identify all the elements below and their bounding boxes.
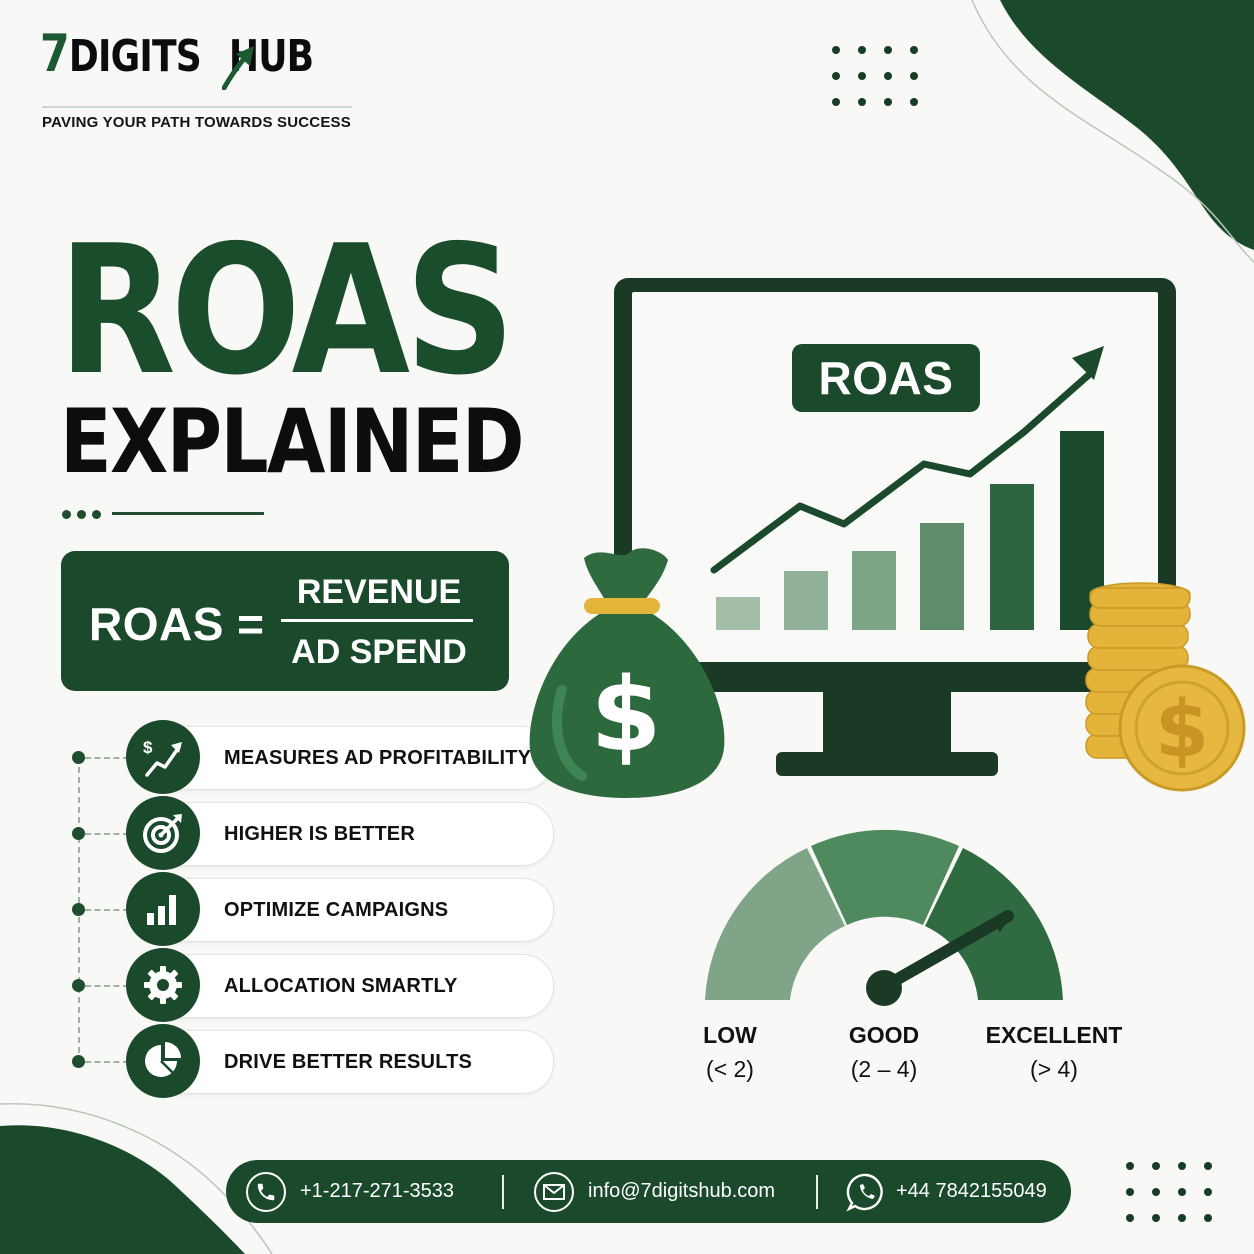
- title-accent-dot: [77, 510, 86, 519]
- roas-gauge: [705, 829, 1063, 1006]
- title-accent-dot: [62, 510, 71, 519]
- gauge-range-good: (2 – 4): [850, 1056, 918, 1082]
- screen-roas-badge: ROAS: [792, 344, 980, 412]
- contact-separator: [816, 1175, 818, 1209]
- phone-icon: [246, 1172, 286, 1212]
- contact-whatsapp-text[interactable]: +44 7842155049: [896, 1180, 1047, 1202]
- chart-bar: [990, 484, 1034, 630]
- monitor-screen: ROAS: [632, 292, 1158, 662]
- contact-phone-text[interactable]: +1-217-271-3533: [300, 1180, 455, 1202]
- gauge-needle: [876, 910, 1014, 994]
- feature-connector: [85, 833, 129, 835]
- whatsapp-icon: [846, 1172, 886, 1212]
- feature-connector: [85, 909, 129, 911]
- feature-label: DRIVE BETTER RESULTS: [224, 1051, 473, 1073]
- gauge-range-low: (< 2): [706, 1056, 754, 1082]
- gauge-label-low: LOW: [703, 1022, 757, 1048]
- formula-denominator: AD SPEND: [291, 633, 467, 671]
- formula-lhs: ROAS =: [89, 598, 265, 650]
- monitor: ROAS: [614, 278, 1176, 692]
- feature-connector: [85, 1061, 129, 1063]
- gear-icon: [126, 948, 200, 1022]
- contact-separator: [502, 1175, 504, 1209]
- feature-bullet: [72, 827, 85, 840]
- chart-bar: [716, 597, 760, 630]
- brand-digits: DIGITS: [68, 31, 202, 82]
- brand-divider: [42, 106, 352, 108]
- feature-bullet: [72, 1055, 85, 1068]
- feature-bullet: [72, 751, 85, 764]
- bar-chart-icon: [126, 872, 200, 946]
- brand-seven: 7: [40, 24, 70, 84]
- pie-chart-icon: [126, 1024, 200, 1098]
- feature-pill: [150, 878, 554, 942]
- gauge-segment-good: [811, 829, 959, 925]
- feature-connector: [85, 985, 129, 987]
- brand-growth-arrow-icon: [222, 46, 254, 90]
- mail-icon: [534, 1172, 574, 1212]
- chart-bar: [852, 551, 896, 630]
- feature-bullet: [72, 903, 85, 916]
- chart-bar: [920, 523, 964, 630]
- feature-label: MEASURES AD PROFITABILITY: [224, 747, 532, 769]
- chart-trend-arrowhead: [1072, 346, 1104, 380]
- monitor-neck: [823, 692, 951, 756]
- feature-label: OPTIMIZE CAMPAIGNS: [224, 899, 449, 921]
- brand-tagline: PAVING YOUR PATH TOWARDS SUCCESS: [42, 114, 351, 131]
- monitor-stand: [776, 752, 998, 776]
- chart-bar: [784, 571, 828, 630]
- svg-text:$: $: [591, 656, 662, 775]
- gauge-hub: [866, 970, 902, 1006]
- feature-pill: [150, 954, 554, 1018]
- gauge-range-excellent: (> 4): [1030, 1056, 1078, 1082]
- feature-connector: [85, 757, 129, 759]
- title-accent-dot: [92, 510, 101, 519]
- gauge-segment-low: [705, 848, 845, 1000]
- contact-email-text[interactable]: info@7digitshub.com: [588, 1180, 776, 1202]
- title-divider: [112, 512, 264, 515]
- chart-trend-line: [710, 368, 1096, 574]
- gauge-label-excellent: EXCELLENT: [985, 1022, 1123, 1048]
- page-title: ROAS: [58, 207, 515, 414]
- dollar-growth-icon: $: [126, 720, 200, 794]
- contact-bar: +1-217-271-3533 info@7digitshub.com +44 …: [226, 1160, 1071, 1223]
- formula-box: ROAS = REVENUE AD SPEND: [61, 551, 509, 691]
- screen-growth-chart: [710, 346, 1104, 630]
- feature-pill: [150, 802, 554, 866]
- bottom-left-swoosh: [0, 1103, 273, 1254]
- top-right-swoosh: [971, 0, 1254, 263]
- formula-numerator: REVENUE: [296, 573, 462, 611]
- gauge-needle-tip: [990, 914, 1012, 932]
- svg-text:$: $: [143, 738, 153, 757]
- page-subtitle: EXPLAINED: [60, 390, 525, 493]
- feature-bullet: [72, 979, 85, 992]
- feature-pill: [150, 1030, 554, 1094]
- feature-label: ALLOCATION SMARTLY: [224, 975, 458, 997]
- feature-label: HIGHER IS BETTER: [224, 823, 415, 845]
- svg-text:$: $: [1155, 685, 1209, 775]
- money-bag-icon: $: [529, 548, 725, 798]
- bottom-left-blob: [0, 1125, 245, 1254]
- formula-fraction-bar: [281, 619, 473, 622]
- gauge-label-good: GOOD: [848, 1022, 920, 1048]
- target-icon: [126, 796, 200, 870]
- top-right-blob: [1000, 0, 1254, 250]
- coin-stack-icon: $: [1085, 582, 1246, 792]
